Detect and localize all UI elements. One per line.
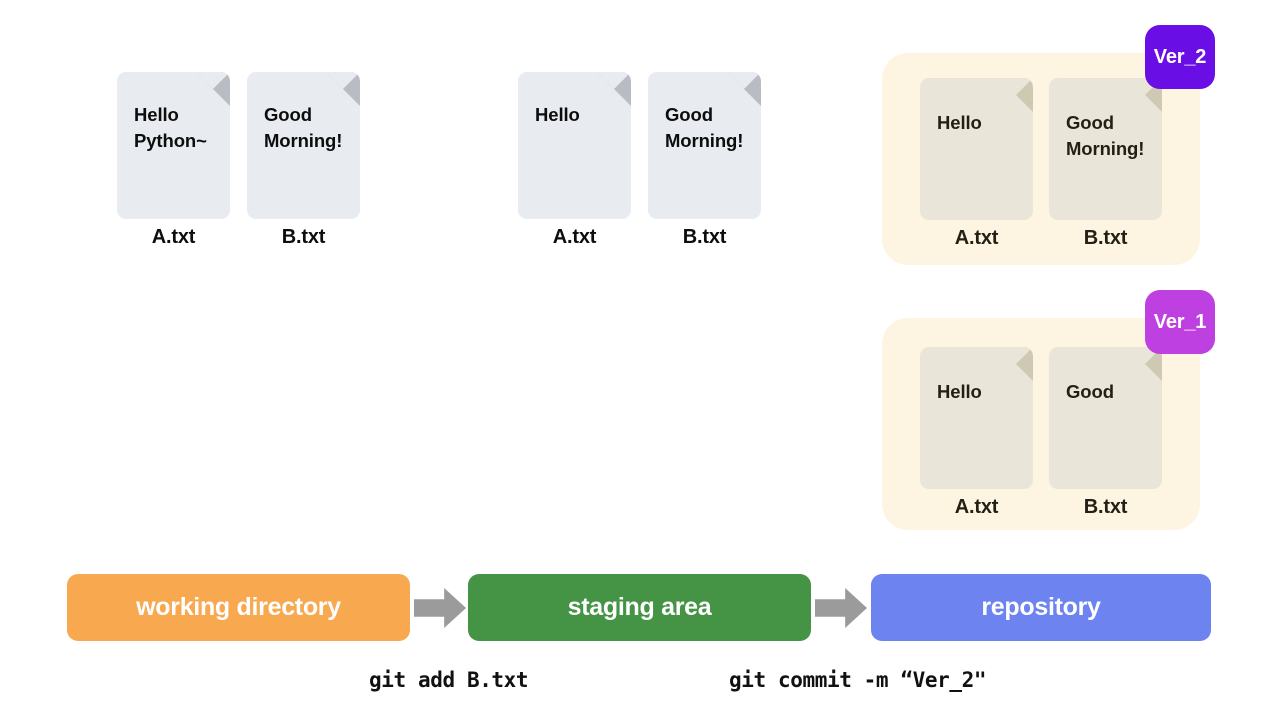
page-fold-icon (999, 78, 1033, 112)
file-label-ver1-a: A.txt (954, 496, 999, 518)
file-label-ver2-b: B.txt (1083, 227, 1128, 249)
page-fold-icon (727, 72, 761, 106)
arrow-right-icon-add (414, 588, 466, 628)
arrow-right-icon-commit (815, 588, 867, 628)
command-git-commit: git commit -m “Ver_2" (729, 668, 987, 692)
file-label-staging-a: A.txt (552, 226, 597, 248)
page-fold-icon (326, 72, 360, 106)
stage-bar-repository[interactable]: repository (871, 574, 1211, 641)
file-card-staging-a: Hello (518, 72, 631, 219)
file-content: Hello (937, 112, 982, 133)
file-card-ver1-a: Hello (920, 347, 1033, 489)
version-badge-ver2[interactable]: Ver_2 (1145, 25, 1215, 89)
page-fold-icon (999, 347, 1033, 381)
version-badge-ver1[interactable]: Ver_1 (1145, 290, 1215, 354)
file-label-staging-b: B.txt (682, 226, 727, 248)
page-fold-icon (196, 72, 230, 106)
page-fold-icon (597, 72, 631, 106)
command-git-add: git add B.txt (369, 668, 529, 692)
file-content: Hello (937, 381, 982, 402)
file-label-working-a: A.txt (151, 226, 196, 248)
stage-bar-working-directory[interactable]: working directory (67, 574, 410, 641)
file-content: Good (1066, 381, 1114, 402)
file-label-ver2-a: A.txt (954, 227, 999, 249)
file-content: Hello (535, 104, 580, 125)
stage-bar-staging-area[interactable]: staging area (468, 574, 811, 641)
file-card-ver2-a: Hello (920, 78, 1033, 220)
file-label-working-b: B.txt (281, 226, 326, 248)
file-label-ver1-b: B.txt (1083, 496, 1128, 518)
file-card-ver1-b: Good (1049, 347, 1162, 489)
